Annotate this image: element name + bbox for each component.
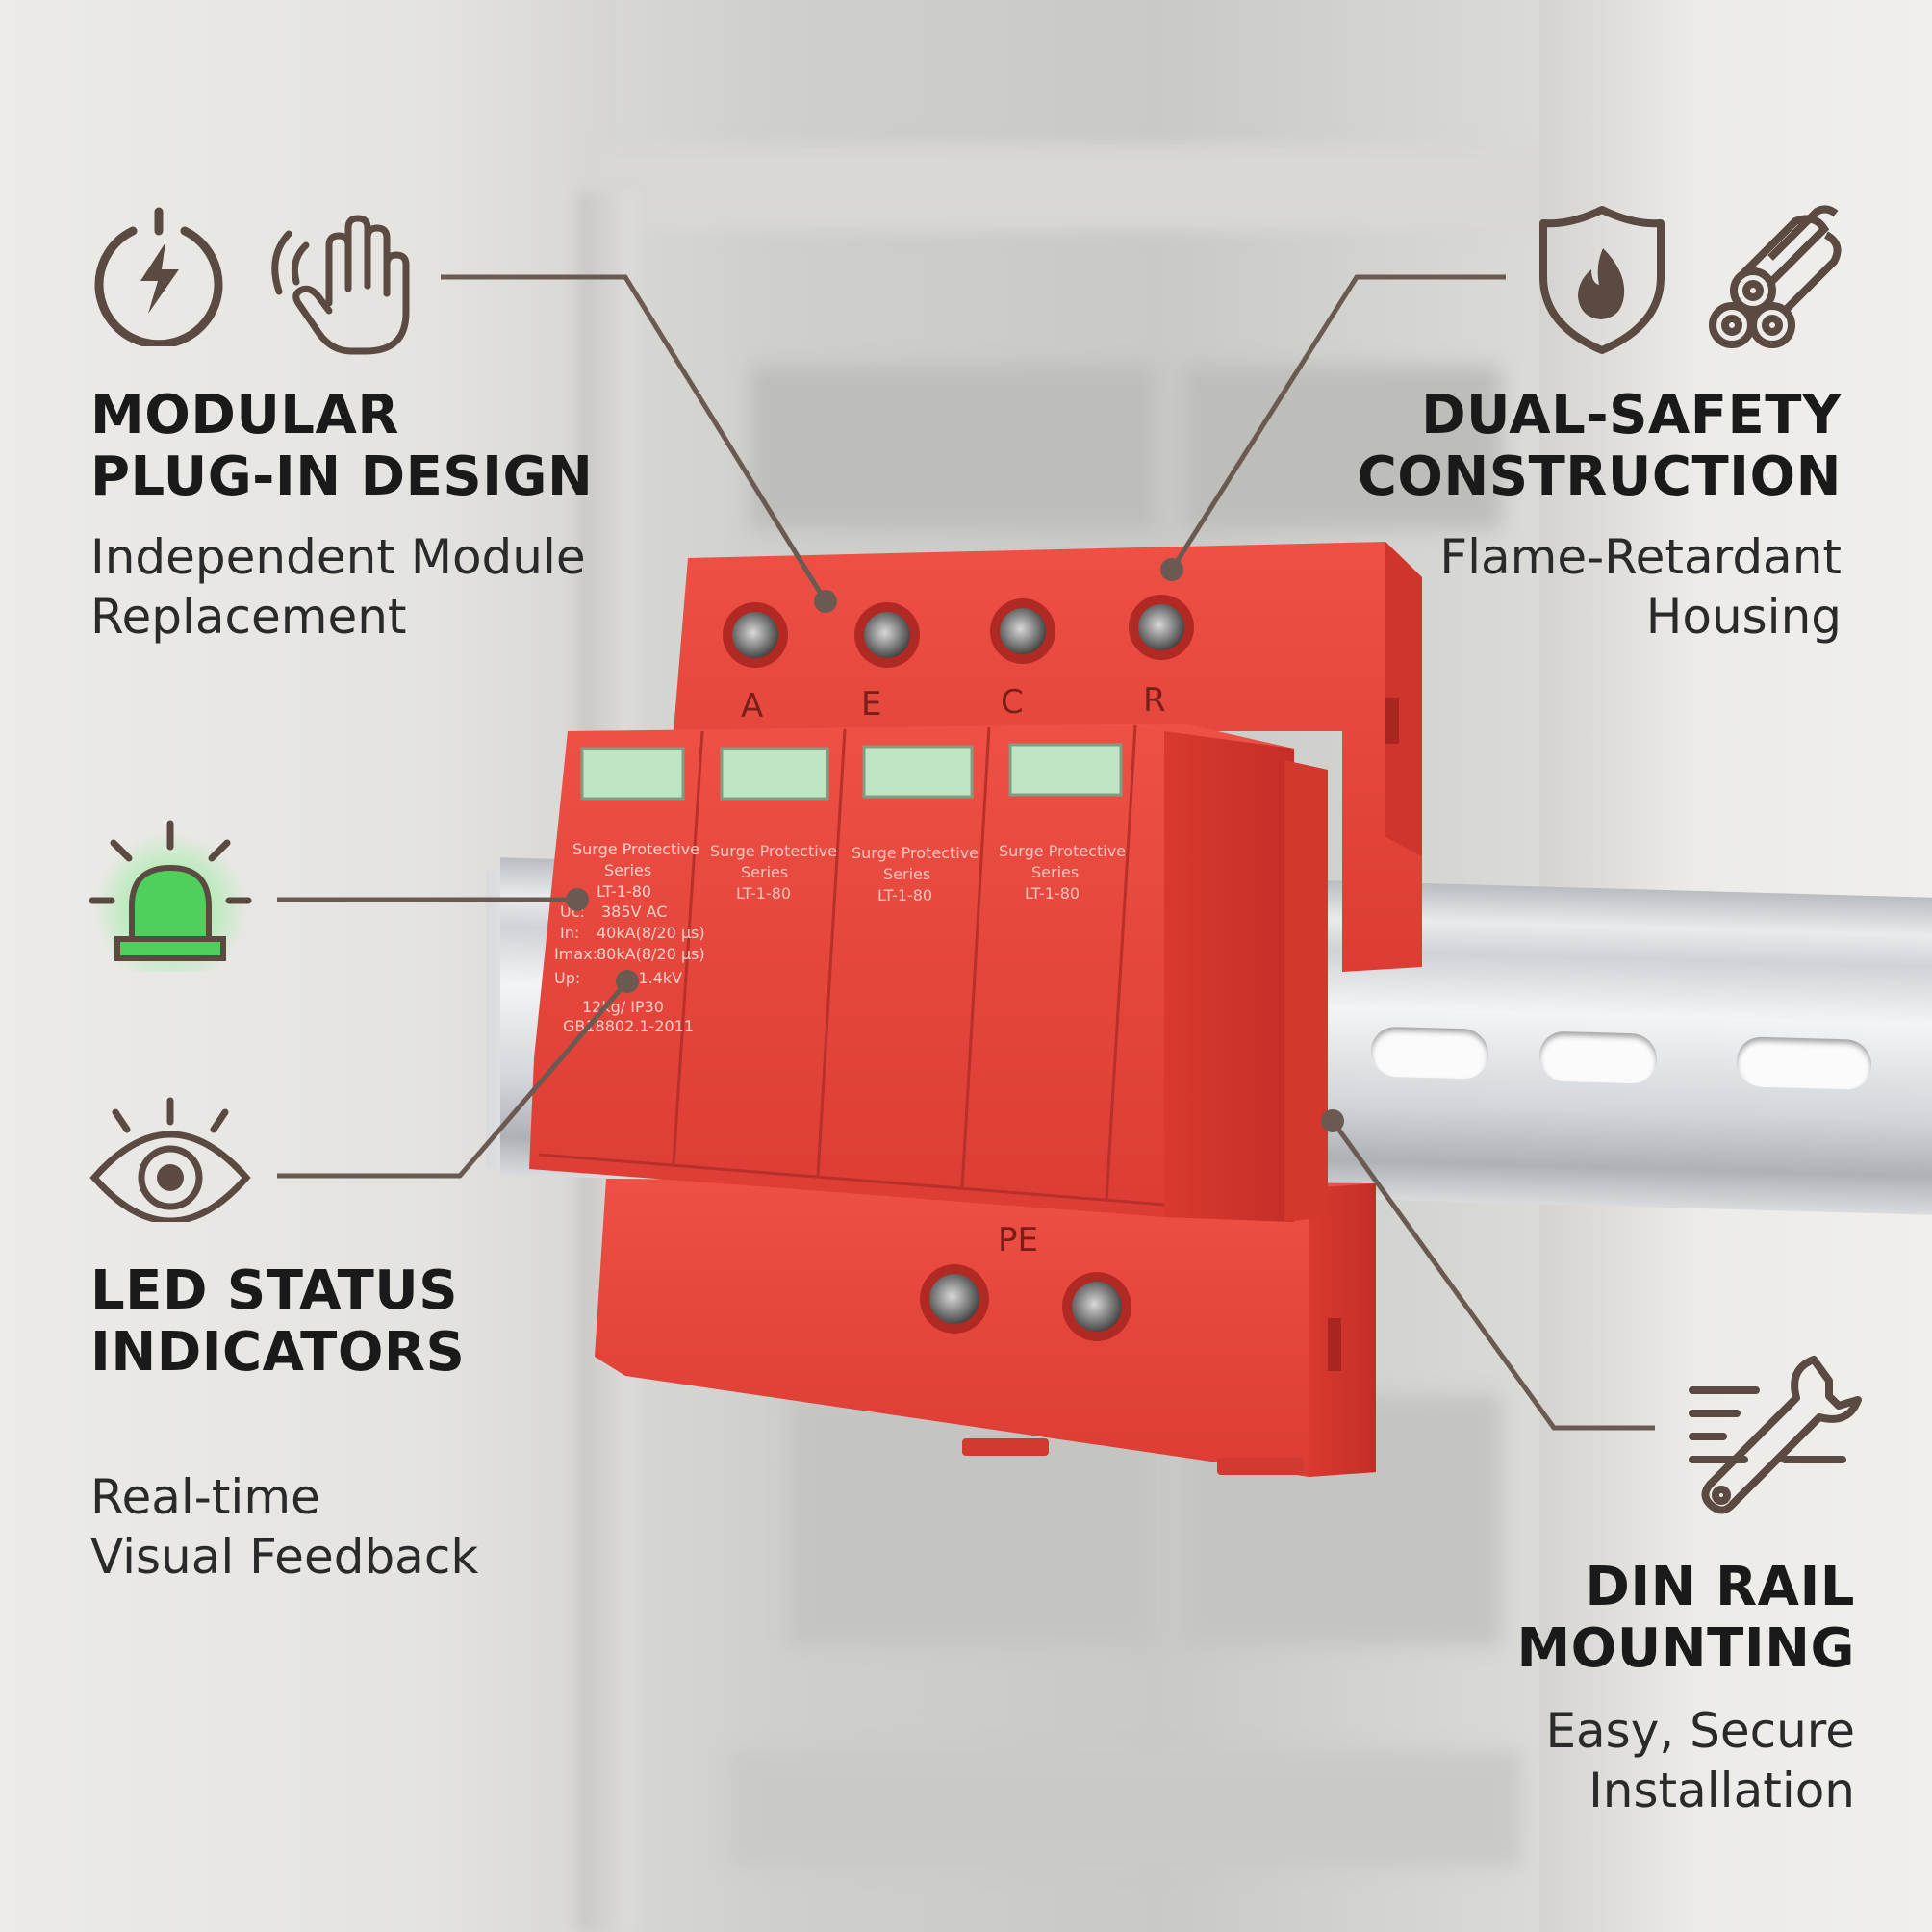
- heading-line: INDICATORS: [90, 1321, 466, 1384]
- blurred-breaker: [1183, 366, 1501, 529]
- wrench-icon: [1689, 1356, 1862, 1514]
- led-window: [580, 747, 685, 801]
- led-window: [1008, 743, 1123, 797]
- svg-text:Surge Protective: Surge Protective: [852, 844, 979, 862]
- feature-heading-led-status: LED STATUS INDICATORS: [90, 1260, 465, 1384]
- svg-text:Surge Protective: Surge Protective: [999, 842, 1126, 860]
- svg-text:Series: Series: [883, 865, 930, 883]
- plug-in-modules: [529, 724, 1328, 1222]
- sub-line: Installation: [1589, 1763, 1855, 1818]
- svg-text:LT-1-80: LT-1-80: [736, 884, 791, 902]
- terminal-label-a: A: [741, 687, 763, 725]
- module-spec-value: ≤1.4kV: [625, 969, 682, 987]
- cabinet-top-frame: [597, 144, 1559, 231]
- sub-line: Independent Module: [90, 529, 586, 585]
- module-series-line: Series: [604, 861, 651, 879]
- module-model: LT-1-80: [597, 882, 651, 901]
- module-print-repeat: Surge Protective Series LT-1-80 Surge Pr…: [710, 842, 1126, 904]
- feature-sub-dual-safety: Flame-Retardant Housing: [1439, 527, 1842, 647]
- leader-din-rail: [1330, 1119, 1655, 1431]
- sub-line: Visual Feedback: [90, 1529, 479, 1585]
- led-window: [720, 747, 829, 801]
- flame-shield-icon: [1539, 206, 1665, 354]
- heading-line: MOUNTING: [1516, 1617, 1855, 1680]
- svg-text:LT-1-80: LT-1-80: [877, 886, 932, 904]
- sub-line: Real-time: [90, 1469, 320, 1525]
- svg-text:LT-1-80: LT-1-80: [1025, 884, 1080, 902]
- terminal-label-e: E: [861, 685, 881, 724]
- heading-line: DIN RAIL: [1585, 1556, 1855, 1618]
- terminal-label-r: R: [1143, 681, 1166, 720]
- heading-line: DUAL-SAFETY: [1421, 384, 1842, 446]
- lightning-power-icon: [94, 207, 223, 346]
- feature-sub-modular: Independent Module Replacement: [90, 527, 586, 647]
- sub-line: Housing: [1645, 589, 1842, 645]
- led-window: [862, 745, 974, 799]
- heading-line: MODULAR: [90, 384, 399, 446]
- leader-modular: [441, 274, 828, 603]
- module-spec-value: 40kA(8/20 μs): [597, 924, 705, 942]
- module-spec-key: Up:: [554, 969, 580, 987]
- ground-label-pe: PE: [998, 1221, 1038, 1259]
- terminal-label-c: C: [1001, 683, 1024, 722]
- feature-heading-modular: MODULAR PLUG-IN DESIGN: [90, 385, 593, 508]
- heading-line: CONSTRUCTION: [1357, 445, 1842, 508]
- module-spec-key: In:: [560, 924, 579, 942]
- terminal-screws: [723, 595, 1194, 1341]
- sub-line: Easy, Secure: [1545, 1703, 1855, 1759]
- leader-dual-safety: [1169, 274, 1506, 572]
- module-series-line: Surge Protective: [572, 840, 699, 858]
- cable-bundle-icon: [1709, 205, 1842, 348]
- heading-line: LED STATUS: [90, 1259, 459, 1322]
- svg-text:Series: Series: [741, 863, 788, 881]
- feature-heading-dual-safety: DUAL-SAFETY CONSTRUCTION: [1358, 385, 1842, 508]
- module-spec-value: 385V AC: [601, 902, 667, 921]
- feature-sub-led-status: Real-time Visual Feedback: [90, 1467, 478, 1587]
- heading-line: PLUG-IN DESIGN: [90, 445, 594, 508]
- sub-line: Flame-Retardant: [1439, 529, 1842, 585]
- sub-line: Replacement: [90, 589, 407, 645]
- blurred-wiring-duct: [731, 1751, 1520, 1867]
- blurred-breaker: [750, 366, 1155, 529]
- feature-sub-din-rail: Easy, Secure Installation: [1545, 1701, 1855, 1820]
- bottom-pe-block: [595, 1179, 1376, 1477]
- module-spec-key: Imax:: [554, 945, 597, 963]
- hand-touch-icon: [271, 215, 410, 355]
- eye-icon: [89, 1097, 251, 1222]
- leader-led-eye: [277, 979, 629, 1179]
- module-spec-value: 80kA(8/20 μs): [597, 945, 705, 963]
- green-beacon-icon: [89, 820, 252, 972]
- svg-text:Surge Protective: Surge Protective: [710, 842, 837, 860]
- svg-text:Series: Series: [1031, 863, 1079, 881]
- feature-heading-din-rail: DIN RAIL MOUNTING: [1516, 1557, 1855, 1680]
